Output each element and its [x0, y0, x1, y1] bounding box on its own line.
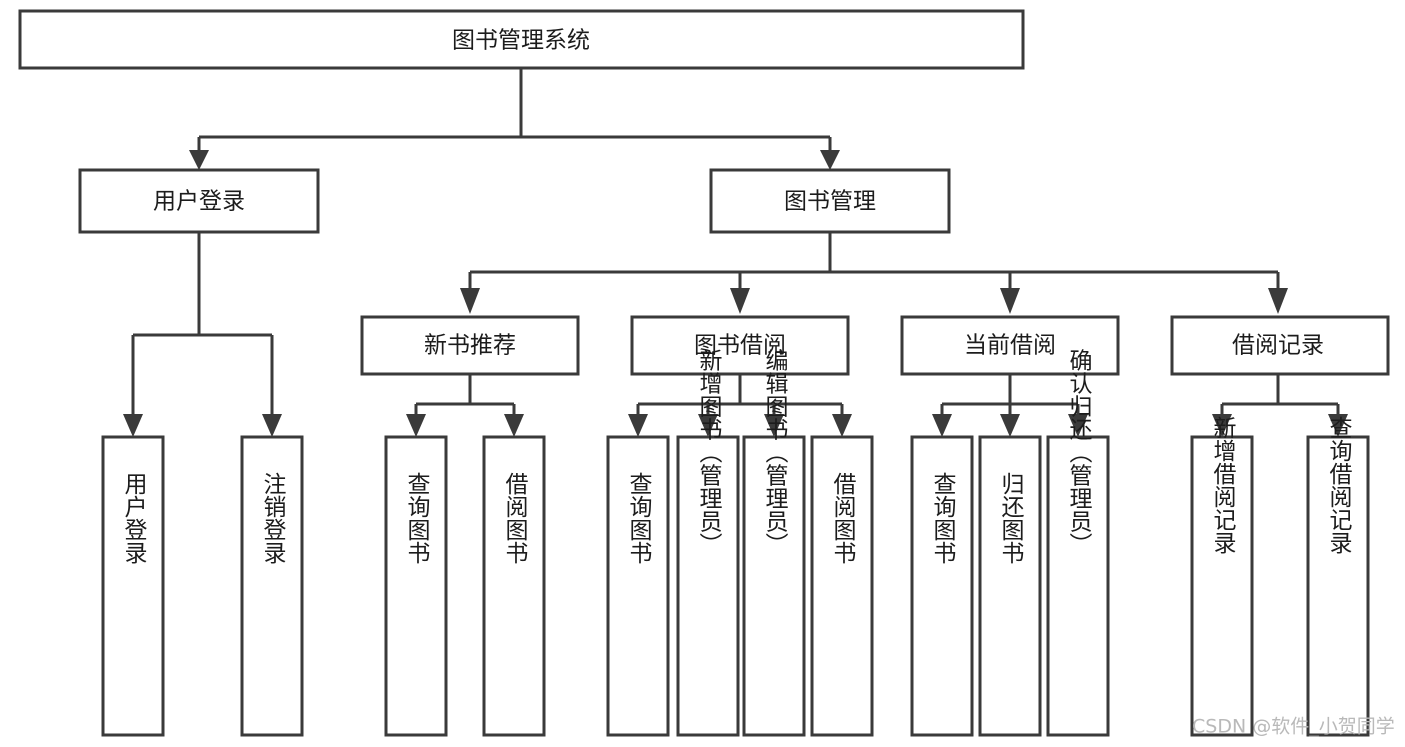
arrowhead-new-book-recommend [460, 288, 480, 314]
arrowhead-current-borrow [1000, 288, 1020, 314]
node-leaf-query-book-2-box[interactable] [606, 435, 670, 737]
arrowhead-leaf-query-book-3 [932, 414, 952, 437]
node-leaf-return-book[interactable]: 归还图书 [978, 435, 1042, 737]
node-leaf-confirm-return[interactable]: 确认归还（管理员） [1046, 349, 1110, 737]
arrowhead-leaf-borrow-book-1 [504, 414, 524, 437]
node-leaf-add-record-box[interactable] [1190, 435, 1254, 737]
node-leaf-query-book-1-box[interactable] [384, 435, 448, 737]
node-leaf-edit-book-box[interactable] [742, 435, 806, 737]
node-leaf-borrow-book-2-box[interactable] [810, 435, 874, 737]
node-borrow-record-label: 借阅记录 [1232, 333, 1324, 359]
connectors-layer [123, 68, 1348, 437]
node-leaf-borrow-book-1[interactable]: 借阅图书 [482, 435, 546, 737]
node-root-label: 图书管理系统 [452, 28, 590, 54]
node-leaf-borrow-book-2[interactable]: 借阅图书 [810, 435, 874, 737]
node-leaf-query-book-3-label: 查询图书 [929, 472, 957, 564]
arrowhead-borrow-record [1268, 288, 1288, 314]
node-leaf-user-login-label: 用户登录 [120, 472, 148, 564]
node-current-borrow-label: 当前借阅 [964, 333, 1056, 359]
node-book-manage-box[interactable] [709, 168, 951, 234]
node-leaf-user-logout-label: 注销登录 [259, 472, 287, 564]
node-leaf-query-book-3-box[interactable] [910, 435, 974, 737]
node-book-borrow-label: 图书借阅 [694, 333, 786, 359]
node-borrow-record[interactable]: 借阅记录 [1170, 315, 1390, 376]
node-leaf-borrow-book-1-box[interactable] [482, 435, 546, 737]
node-leaf-confirm-return-box[interactable] [1046, 435, 1110, 737]
node-leaf-query-record-box[interactable] [1306, 435, 1370, 737]
arrowhead-leaf-user-login [123, 414, 143, 437]
arrowhead-leaf-borrow-book-2 [832, 414, 852, 437]
arrowhead-leaf-query-record [1328, 414, 1348, 437]
node-book-borrow-box[interactable] [630, 315, 850, 376]
arrowhead-user-login [189, 150, 209, 170]
arrowhead-book-manage [820, 150, 840, 170]
node-leaf-borrow-book-2-label: 借阅图书 [829, 472, 857, 564]
arrowhead-leaf-return-book [1000, 414, 1020, 437]
node-user-login-box[interactable] [78, 168, 320, 234]
node-leaf-borrow-book-1-label: 借阅图书 [501, 472, 529, 564]
node-leaf-user-login[interactable]: 用户登录 [101, 435, 165, 737]
node-leaf-query-book-1-label: 查询图书 [403, 472, 431, 564]
node-leaf-return-book-label: 归还图书 [997, 472, 1025, 564]
node-leaf-query-book-3[interactable]: 查询图书 [910, 435, 974, 737]
node-leaf-user-logout[interactable]: 注销登录 [240, 435, 304, 737]
arrowhead-book-borrow [730, 288, 750, 314]
node-leaf-query-book-2-label: 查询图书 [625, 472, 653, 564]
node-book-manage[interactable]: 图书管理 [709, 168, 951, 234]
node-leaf-query-record-label: 查询借阅记录 [1325, 416, 1353, 554]
arrowhead-leaf-edit-book [764, 414, 784, 437]
arrowhead-leaf-user-logout [262, 414, 282, 437]
node-new-book-recommend[interactable]: 新书推荐 [360, 315, 580, 376]
arrowhead-leaf-confirm-return [1068, 414, 1088, 437]
node-leaf-add-record-label: 新增借阅记录 [1209, 416, 1237, 554]
csdn-watermark: CSDN @软件_小贺同学 [1192, 716, 1395, 738]
node-user-login[interactable]: 用户登录 [78, 168, 320, 234]
node-current-borrow-box[interactable] [900, 315, 1120, 376]
node-leaf-add-book-label: 新增图书（管理员） [695, 349, 723, 556]
node-leaf-confirm-return-label: 确认归还（管理员） [1065, 349, 1093, 556]
node-leaf-user-logout-box[interactable] [240, 435, 304, 737]
node-new-book-recommend-box[interactable] [360, 315, 580, 376]
node-leaf-edit-book[interactable]: 编辑图书（管理员） [742, 349, 806, 737]
node-leaf-return-book-box[interactable] [978, 435, 1042, 737]
node-book-manage-label: 图书管理 [784, 189, 876, 215]
node-current-borrow[interactable]: 当前借阅 [900, 315, 1120, 376]
node-leaf-query-record[interactable]: 查询借阅记录 [1306, 416, 1370, 737]
node-root[interactable]: 图书管理系统 [18, 9, 1025, 70]
node-borrow-record-box[interactable] [1170, 315, 1390, 376]
arrowhead-leaf-add-book [698, 414, 718, 437]
node-leaf-user-login-box[interactable] [101, 435, 165, 737]
node-book-borrow[interactable]: 图书借阅 [630, 315, 850, 376]
node-leaf-query-book-1[interactable]: 查询图书 [384, 435, 448, 737]
node-leaf-edit-book-label: 编辑图书（管理员） [761, 349, 789, 556]
node-leaf-add-record[interactable]: 新增借阅记录 [1190, 416, 1254, 737]
node-new-book-recommend-label: 新书推荐 [424, 333, 516, 359]
node-leaf-add-book-box[interactable] [676, 435, 740, 737]
arrowhead-leaf-add-record [1212, 414, 1232, 437]
node-user-login-label: 用户登录 [153, 189, 245, 215]
arrowhead-leaf-query-book-2 [628, 414, 648, 437]
node-leaf-add-book[interactable]: 新增图书（管理员） [676, 349, 740, 737]
arrowhead-leaf-query-book-1 [406, 414, 426, 437]
node-root-box[interactable] [18, 9, 1025, 70]
node-leaf-query-book-2[interactable]: 查询图书 [606, 435, 670, 737]
